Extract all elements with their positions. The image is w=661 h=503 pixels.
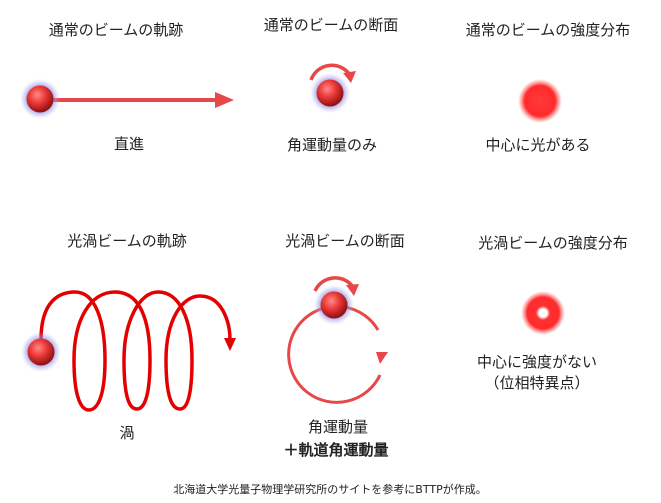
normal-intensity-title: 通常のビームの強度分布 xyxy=(465,21,631,39)
rotation-arrow-icon xyxy=(343,71,356,83)
normal-cross-section-figure xyxy=(309,63,356,113)
arrowhead-icon xyxy=(215,92,234,108)
vortex-trajectory-figure xyxy=(21,290,236,412)
arrowhead-icon xyxy=(224,338,236,351)
beam-ball-icon xyxy=(316,79,344,107)
normal-cross-section-title: 通常のビームの断面 xyxy=(263,16,399,34)
beam-ball-icon xyxy=(27,338,55,366)
normal-trajectory-label: 直進 xyxy=(113,135,145,153)
vortex-cross-section-figure xyxy=(287,276,388,404)
vortex-intensity-figure xyxy=(521,291,565,335)
rotation-arrow-icon xyxy=(346,284,359,296)
vortex-intensity-label-1: 中心に強度がない xyxy=(476,353,598,371)
vortex-cross-section-title: 光渦ビームの断面 xyxy=(285,232,405,250)
vortex-intensity-label-2: （位相特異点） xyxy=(484,374,590,392)
straight-trajectory-figure xyxy=(20,79,234,119)
vortex-trajectory-label: 渦 xyxy=(119,424,135,442)
vortex-cross-section-label-1: 角運動量 xyxy=(307,418,369,436)
normal-intensity-label: 中心に光がある xyxy=(485,136,591,154)
normal-cross-section-label: 角運動量のみ xyxy=(286,136,378,154)
vortex-intensity-title: 光渦ビームの強度分布 xyxy=(478,234,628,252)
vortex-trajectory-title: 光渦ビームの軌跡 xyxy=(67,232,187,250)
vortex-cross-section-label-2: ＋軌道角運動量 xyxy=(283,441,389,459)
beam-ball-icon xyxy=(320,291,348,319)
orbit-arrow-icon xyxy=(376,352,388,364)
normal-intensity-figure xyxy=(518,79,562,123)
normal-trajectory-title: 通常のビームの軌跡 xyxy=(48,21,184,39)
source-caption: 北海道大学光量子物理学研究所のサイトを参考にBTTPが作成。 xyxy=(173,483,487,496)
intensity-spot-icon xyxy=(518,79,562,123)
beam-ball-icon xyxy=(26,85,54,113)
donut-intensity-icon xyxy=(521,291,565,335)
